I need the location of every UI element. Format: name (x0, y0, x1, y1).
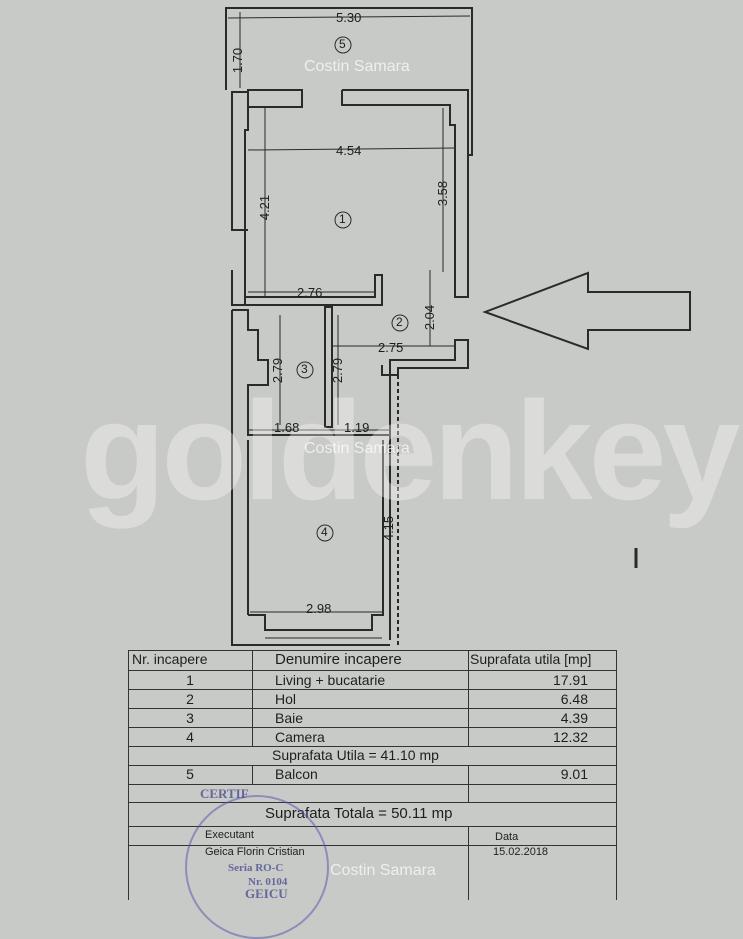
author-watermark: Costin Samara (304, 440, 410, 457)
room-area: 17.91 (552, 672, 588, 688)
room-nr: 5 (186, 766, 194, 782)
wall (248, 440, 384, 631)
room-nr: 3 (186, 710, 194, 726)
total-area: Suprafata Totala = 50.11 mp (265, 805, 453, 822)
floor-plan (225, 7, 691, 646)
dim-label: 4.21 (257, 194, 273, 221)
room-area: 12.32 (552, 729, 588, 745)
dim-label: 2.76 (297, 285, 323, 300)
room-name: Baie (275, 710, 304, 726)
column-header: Denumire incapere (275, 651, 402, 668)
living-width-dim (247, 147, 456, 151)
dim-label: 1.19 (344, 420, 370, 435)
wall (231, 91, 248, 231)
room-area: 9.01 (560, 766, 588, 782)
stamp-text: CERTIF (200, 786, 249, 801)
room-nr: 1 (186, 672, 194, 688)
balcony-dim (227, 15, 471, 19)
room-nr: 2 (186, 691, 194, 707)
wall (341, 89, 469, 298)
balcony-wall (225, 7, 473, 156)
dim-label: 2.79 (270, 357, 286, 384)
room-name: Balcon (275, 766, 318, 782)
wall (247, 89, 303, 108)
dim-label: 4.54 (336, 143, 362, 158)
room-nr: 4 (186, 729, 194, 745)
author-watermark: Costin Samara (330, 862, 436, 879)
date-value: 15.02.2018 (493, 846, 549, 858)
brand-watermark: goldenkey (80, 372, 740, 529)
room-name: Hol (275, 691, 297, 707)
wall (231, 310, 390, 646)
author-watermark: Costin Samara (304, 58, 410, 75)
dim-label: 1.70 (230, 47, 246, 74)
room-1-marker (334, 211, 352, 229)
room-3-marker (296, 361, 314, 379)
dim-label: 2.75 (378, 340, 404, 355)
dim-label: 2.04 (422, 304, 438, 331)
usable-area-subtotal: Suprafata Utila = 41.10 mp (272, 747, 439, 763)
dim-label: 2.98 (306, 601, 332, 616)
wall (324, 306, 333, 428)
dim-label: 1.68 (274, 420, 300, 435)
column-header: Nr. incapere (132, 651, 208, 667)
room-number: 5 (339, 37, 346, 51)
room-4-marker (316, 524, 334, 542)
room-5-marker (334, 36, 352, 54)
dim-label: 5.30 (336, 10, 362, 25)
date-label: Data (495, 831, 519, 843)
wall (244, 92, 249, 305)
room-number: 2 (396, 315, 403, 329)
dim-label: 3.58 (435, 180, 451, 207)
stamp-text: Seria RO-C (228, 862, 284, 874)
room-name: Camera (275, 729, 325, 745)
room-number: 4 (321, 525, 328, 539)
stamp-text: GEICU (245, 886, 288, 901)
stamp-text: Nr. 0104 (248, 876, 288, 888)
room-area: 4.39 (560, 710, 588, 726)
room-2-marker (391, 314, 409, 332)
room-number: 1 (339, 212, 346, 226)
dim-label: 4.15 (381, 515, 397, 542)
wall (381, 339, 469, 640)
wall (231, 270, 383, 306)
room-area: 6.48 (560, 691, 588, 707)
entrance-arrow-icon (482, 271, 691, 351)
dim-label: 2.79 (330, 357, 346, 384)
wall (232, 309, 390, 436)
room-number: 3 (301, 362, 308, 376)
column-header: Suprafata utila [mp] (470, 651, 592, 667)
room-name: Living + bucatarie (275, 672, 386, 688)
